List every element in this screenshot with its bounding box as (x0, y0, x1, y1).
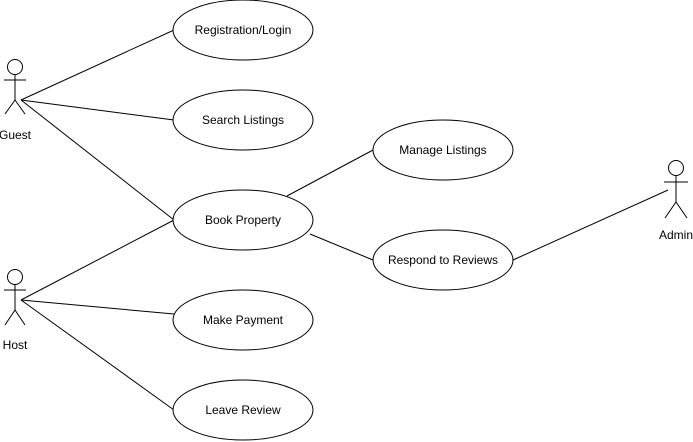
actor-host-label: Host (3, 338, 28, 352)
use-case-manage: Manage Listings (372, 119, 514, 181)
actor-guest: Guest (0, 59, 32, 142)
use-case-payment-shape (172, 289, 314, 351)
association-guest-registration (20, 29, 175, 101)
use-case-search: Search Listings (172, 89, 314, 151)
actor-admin-figure (664, 160, 688, 219)
use-case-review-label: Leave Review (205, 403, 281, 417)
use-case-search-label: Search Listings (202, 113, 284, 127)
use-case-manage-label: Manage Listings (399, 143, 486, 157)
association-book-manage (286, 149, 374, 197)
use-case-book-shape (172, 189, 314, 251)
association-guest-book (20, 99, 175, 221)
actor-host: Host (3, 269, 28, 352)
use-case-registration-label: Registration/Login (195, 23, 292, 37)
actor-host-figure (4, 269, 26, 326)
use-case-book-label: Book Property (205, 213, 281, 227)
association-book-respond (309, 233, 374, 261)
association-host-book (20, 219, 175, 301)
use-case-respond-shape (372, 229, 514, 291)
use-case-book: Book Property (172, 189, 314, 251)
use-case-respond-label: Respond to Reviews (388, 253, 498, 267)
use-case-search-shape (172, 89, 314, 151)
use-case-review-shape (172, 379, 314, 441)
actor-admin: Admin (659, 160, 693, 242)
use-case-respond: Respond to Reviews (372, 229, 514, 291)
use-case-payment-label: Make Payment (203, 313, 284, 327)
association-host-payment (20, 299, 175, 315)
association-host-review (20, 299, 175, 411)
association-guest-search (20, 99, 175, 121)
actor-guest-label: Guest (0, 128, 32, 142)
use-case-review: Leave Review (172, 379, 314, 441)
use-case-registration-shape (172, 0, 314, 61)
use-case-registration: Registration/Login (172, 0, 314, 61)
use-case-manage-shape (372, 119, 514, 181)
association-admin-respond (512, 189, 669, 261)
actor-guest-figure (4, 59, 26, 115)
associations (20, 29, 669, 411)
actor-admin-label: Admin (659, 228, 693, 242)
use-case-payment: Make Payment (172, 289, 314, 351)
